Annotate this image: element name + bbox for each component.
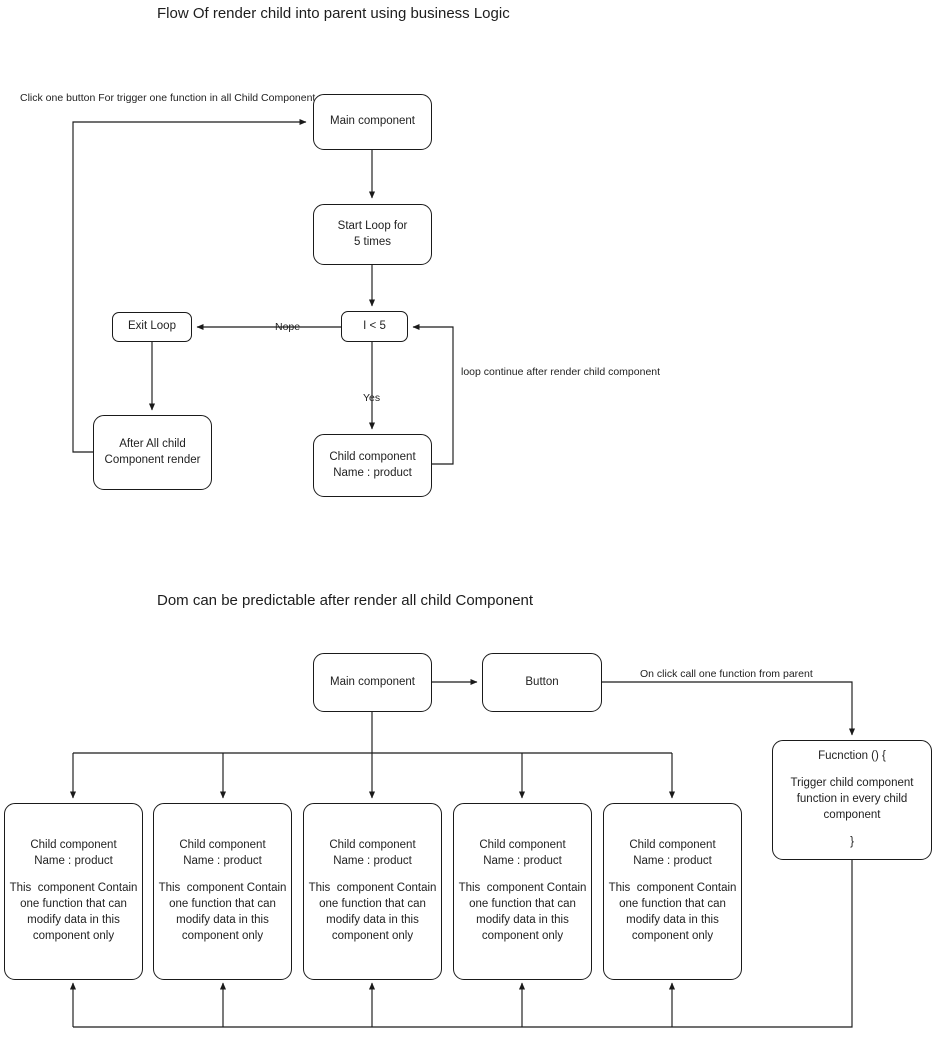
label-loop-continue-text: loop continue after render child compone…: [461, 366, 661, 378]
node-child-2-body-line1: This component Contain: [158, 882, 287, 895]
diagram-one-title: Flow Of render child into parent using b…: [157, 5, 510, 22]
node-child-component-2[interactable]: Child component Name : product This comp…: [153, 803, 292, 980]
node-child-5-body-line4: component only: [631, 929, 714, 942]
node-child-4-title-line1: Child component: [479, 839, 566, 852]
node-child-component-3[interactable]: Child component Name : product This comp…: [303, 803, 442, 980]
node-child-1-title-line1: Child component: [30, 839, 117, 852]
node-child-1-body-line4: component only: [32, 929, 115, 942]
label-click-trigger: Click one button For trigger one functio…: [20, 91, 315, 105]
label-on-click-call-text: On click call one function from parent: [640, 668, 813, 680]
node-child-2-body-line4: component only: [181, 929, 264, 942]
node-start-loop[interactable]: Start Loop for 5 times: [313, 204, 432, 265]
node-function-line2: Trigger child component: [790, 777, 914, 790]
node-child-4-body-line4: component only: [481, 929, 564, 942]
node-function-line5: }: [850, 835, 854, 848]
node-child-4-body-line2: one function that can: [469, 898, 576, 910]
node-child-1-title-line2: Name : product: [34, 855, 113, 868]
node-after-all-line2: Component render: [104, 453, 201, 466]
node-child-3-body-line4: component only: [331, 929, 414, 942]
label-click-trigger-line2: in all Child Component: [209, 92, 316, 104]
node-after-all-child-render[interactable]: After All child Component render: [93, 415, 212, 490]
node-child-5-title-line2: Name : product: [633, 855, 712, 868]
edge-button-to-function: [602, 681, 856, 736]
node-start-loop-line1: Start Loop for: [337, 219, 408, 232]
node-child-4-body-line3: modify data in this: [476, 913, 569, 926]
node-main-component-label: Main component: [329, 115, 416, 128]
node-child-5-body-line1: This component Contain: [608, 882, 737, 895]
node-child-4-body-line1: This component Contain: [458, 882, 587, 895]
node-exit-loop[interactable]: Exit Loop: [112, 312, 192, 342]
node-child-1-body-line1: This component Contain: [9, 882, 138, 895]
node-d2-main-component[interactable]: Main component: [313, 653, 432, 712]
node-child-5-body-line2: one function that can: [619, 898, 726, 910]
node-child-2-title-line2: Name : product: [183, 855, 262, 868]
label-on-click-call: On click call one function from parent: [640, 667, 813, 681]
edge-afterall-to-main: [72, 118, 307, 453]
node-child-5-title-line1: Child component: [629, 839, 716, 852]
node-child-1-body-line3: modify data in this: [27, 913, 120, 926]
node-child-2-body-line2: one function that can: [169, 898, 276, 910]
node-child-2-body-line3: modify data in this: [176, 913, 269, 926]
node-child-component-4[interactable]: Child component Name : product This comp…: [453, 803, 592, 980]
node-child-3-body-line2: one function that can: [319, 898, 426, 910]
node-child-3-body-line3: modify data in this: [326, 913, 419, 926]
node-condition-i-lt-5[interactable]: I < 5: [341, 311, 408, 342]
node-condition-label: I < 5: [363, 319, 386, 332]
node-d2-button-label: Button: [525, 675, 559, 688]
node-child-3-title-line1: Child component: [329, 839, 416, 852]
label-nope-text: Nope: [275, 321, 301, 333]
label-yes: Yes: [363, 391, 380, 405]
node-function-line1: Fucnction () {: [818, 750, 886, 763]
node-child-1-body-line2: one function that can: [20, 898, 127, 910]
node-function-line4: component: [823, 808, 881, 821]
node-after-all-line1: After All child: [119, 437, 186, 450]
node-child-3-body-line1: This component Contain: [308, 882, 437, 895]
label-click-trigger-line1: Click one button For trigger one functio…: [20, 92, 207, 104]
node-child-component-loop[interactable]: Child component Name : product: [313, 434, 432, 497]
node-d2-button[interactable]: Button: [482, 653, 602, 712]
node-function-block[interactable]: Fucnction () { Trigger child component f…: [772, 740, 932, 860]
node-child-component-loop-line2: Name : product: [333, 466, 412, 479]
node-child-3-title-line2: Name : product: [333, 855, 412, 868]
label-loop-continue: loop continue after render child compone…: [461, 365, 660, 379]
node-child-5-body-line3: modify data in this: [626, 913, 719, 926]
node-child-component-5[interactable]: Child component Name : product This comp…: [603, 803, 742, 980]
node-d2-main-component-label: Main component: [329, 675, 416, 688]
node-exit-loop-label: Exit Loop: [128, 320, 176, 333]
label-yes-text: Yes: [363, 392, 381, 404]
node-child-component-1[interactable]: Child component Name : product This comp…: [4, 803, 143, 980]
node-child-2-title-line1: Child component: [179, 839, 266, 852]
node-start-loop-line2: 5 times: [353, 235, 392, 248]
node-function-line3: function in every child: [796, 793, 908, 806]
node-child-4-title-line2: Name : product: [483, 855, 562, 868]
node-main-component[interactable]: Main component: [313, 94, 432, 150]
diagram-two-title: Dom can be predictable after render all …: [157, 592, 534, 609]
label-nope: Nope: [275, 320, 300, 334]
node-child-component-loop-line1: Child component: [329, 450, 416, 463]
